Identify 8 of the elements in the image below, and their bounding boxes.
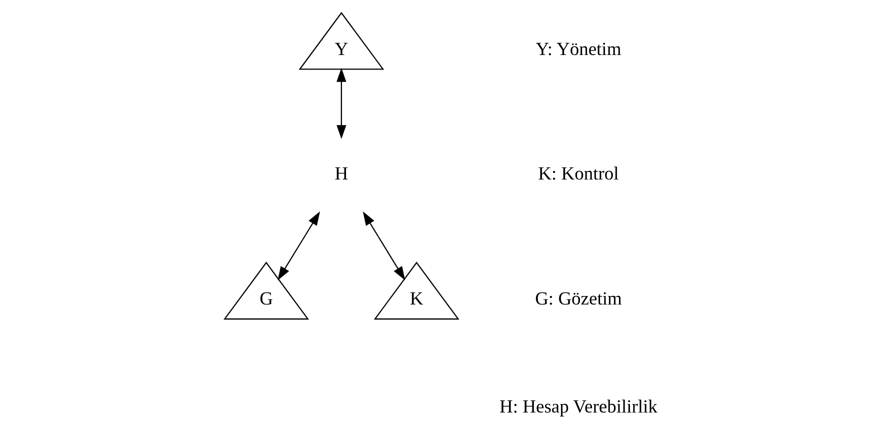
arrow [277, 211, 320, 280]
arrow [336, 68, 346, 139]
arrow [362, 211, 405, 280]
label: K: Kontrol [538, 164, 618, 185]
label: G: Gözetim [534, 290, 622, 310]
node-text: H [334, 164, 348, 185]
label: Y: Yönetim [535, 40, 621, 60]
label: H: Hesap Verebilirlik [499, 398, 657, 418]
